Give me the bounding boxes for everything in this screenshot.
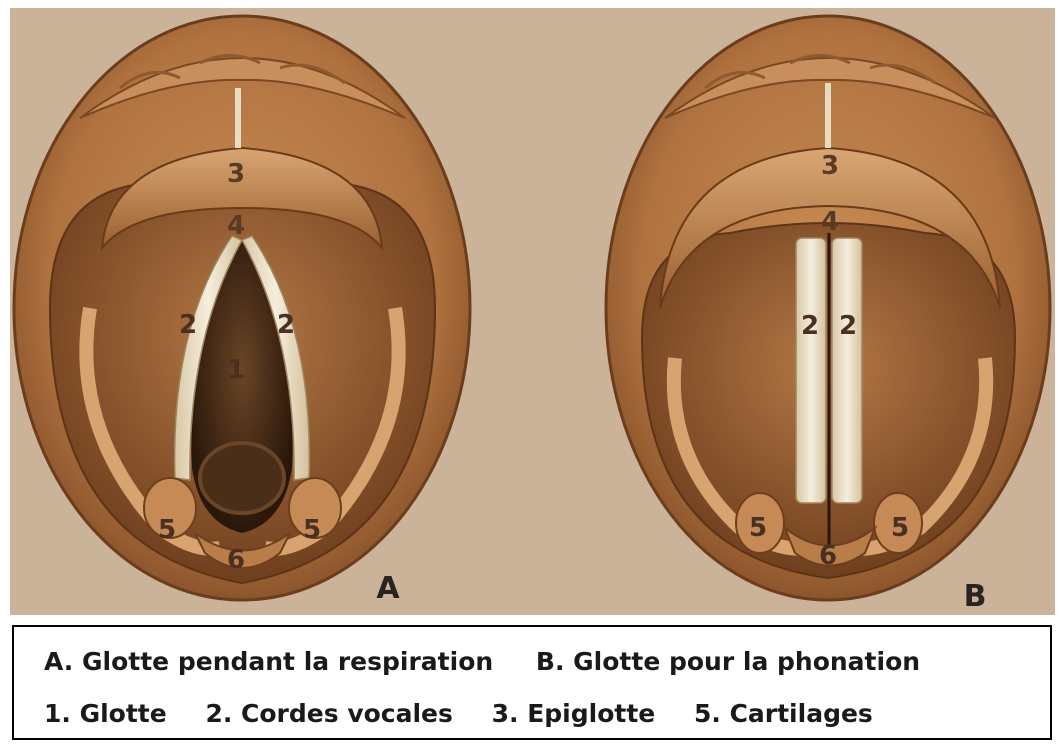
panel-a-label-6: 6: [227, 545, 245, 575]
legend-item-cartilages: 5. Cartilages: [694, 699, 873, 728]
legend-box: A. Glotte pendant la respiration B. Glot…: [12, 625, 1052, 740]
panel-a-label-4: 4: [227, 211, 245, 241]
legend-item-panel-b: B. Glotte pour la phonation: [536, 647, 920, 676]
legend-line-parts: 1. Glotte 2. Cordes vocales 3. Epiglotte…: [44, 699, 873, 728]
panel-b-label-4: 4: [821, 207, 839, 237]
panel-a: 3 4 2 2 1 5 5 6 A: [14, 16, 470, 606]
panel-b-label-5-right: 5: [891, 513, 909, 543]
legend-item-panel-a: A. Glotte pendant la respiration: [44, 647, 493, 676]
legend-item-epiglottis: 3. Epiglotte: [492, 699, 656, 728]
panel-a-label-1: 1: [227, 355, 245, 385]
panel-b-label-5-left: 5: [749, 513, 767, 543]
panel-b-label-6: 6: [819, 541, 837, 571]
panel-b-letter: B: [964, 579, 987, 614]
legend-line-panels: A. Glotte pendant la respiration B. Glot…: [44, 647, 920, 676]
legend-item-glottis: 1. Glotte: [44, 699, 167, 728]
panel-b-label-3: 3: [821, 151, 839, 181]
panel-a-trachea-rings: [200, 443, 284, 513]
panel-a-label-5-right: 5: [303, 515, 321, 545]
panel-a-letter: A: [376, 571, 400, 606]
panel-a-label-3: 3: [227, 159, 245, 189]
panel-b-vocal-cord-right: [832, 238, 862, 503]
larynx-illustration: 3 4 2 2 1 5 5 6 A 3 4 2 2 5 5 6 B: [10, 8, 1055, 615]
panel-b: 3 4 2 2 5 5 6 B: [606, 16, 1050, 614]
panel-b-label-2-left: 2: [801, 311, 819, 341]
panel-a-label-2-left: 2: [179, 310, 197, 340]
panel-a-label-2-right: 2: [277, 310, 295, 340]
legend-item-vocal-cords: 2. Cordes vocales: [205, 699, 452, 728]
panel-b-vocal-cord-left: [796, 238, 826, 503]
panel-a-label-5-left: 5: [158, 515, 176, 545]
panel-b-label-2-right: 2: [839, 311, 857, 341]
